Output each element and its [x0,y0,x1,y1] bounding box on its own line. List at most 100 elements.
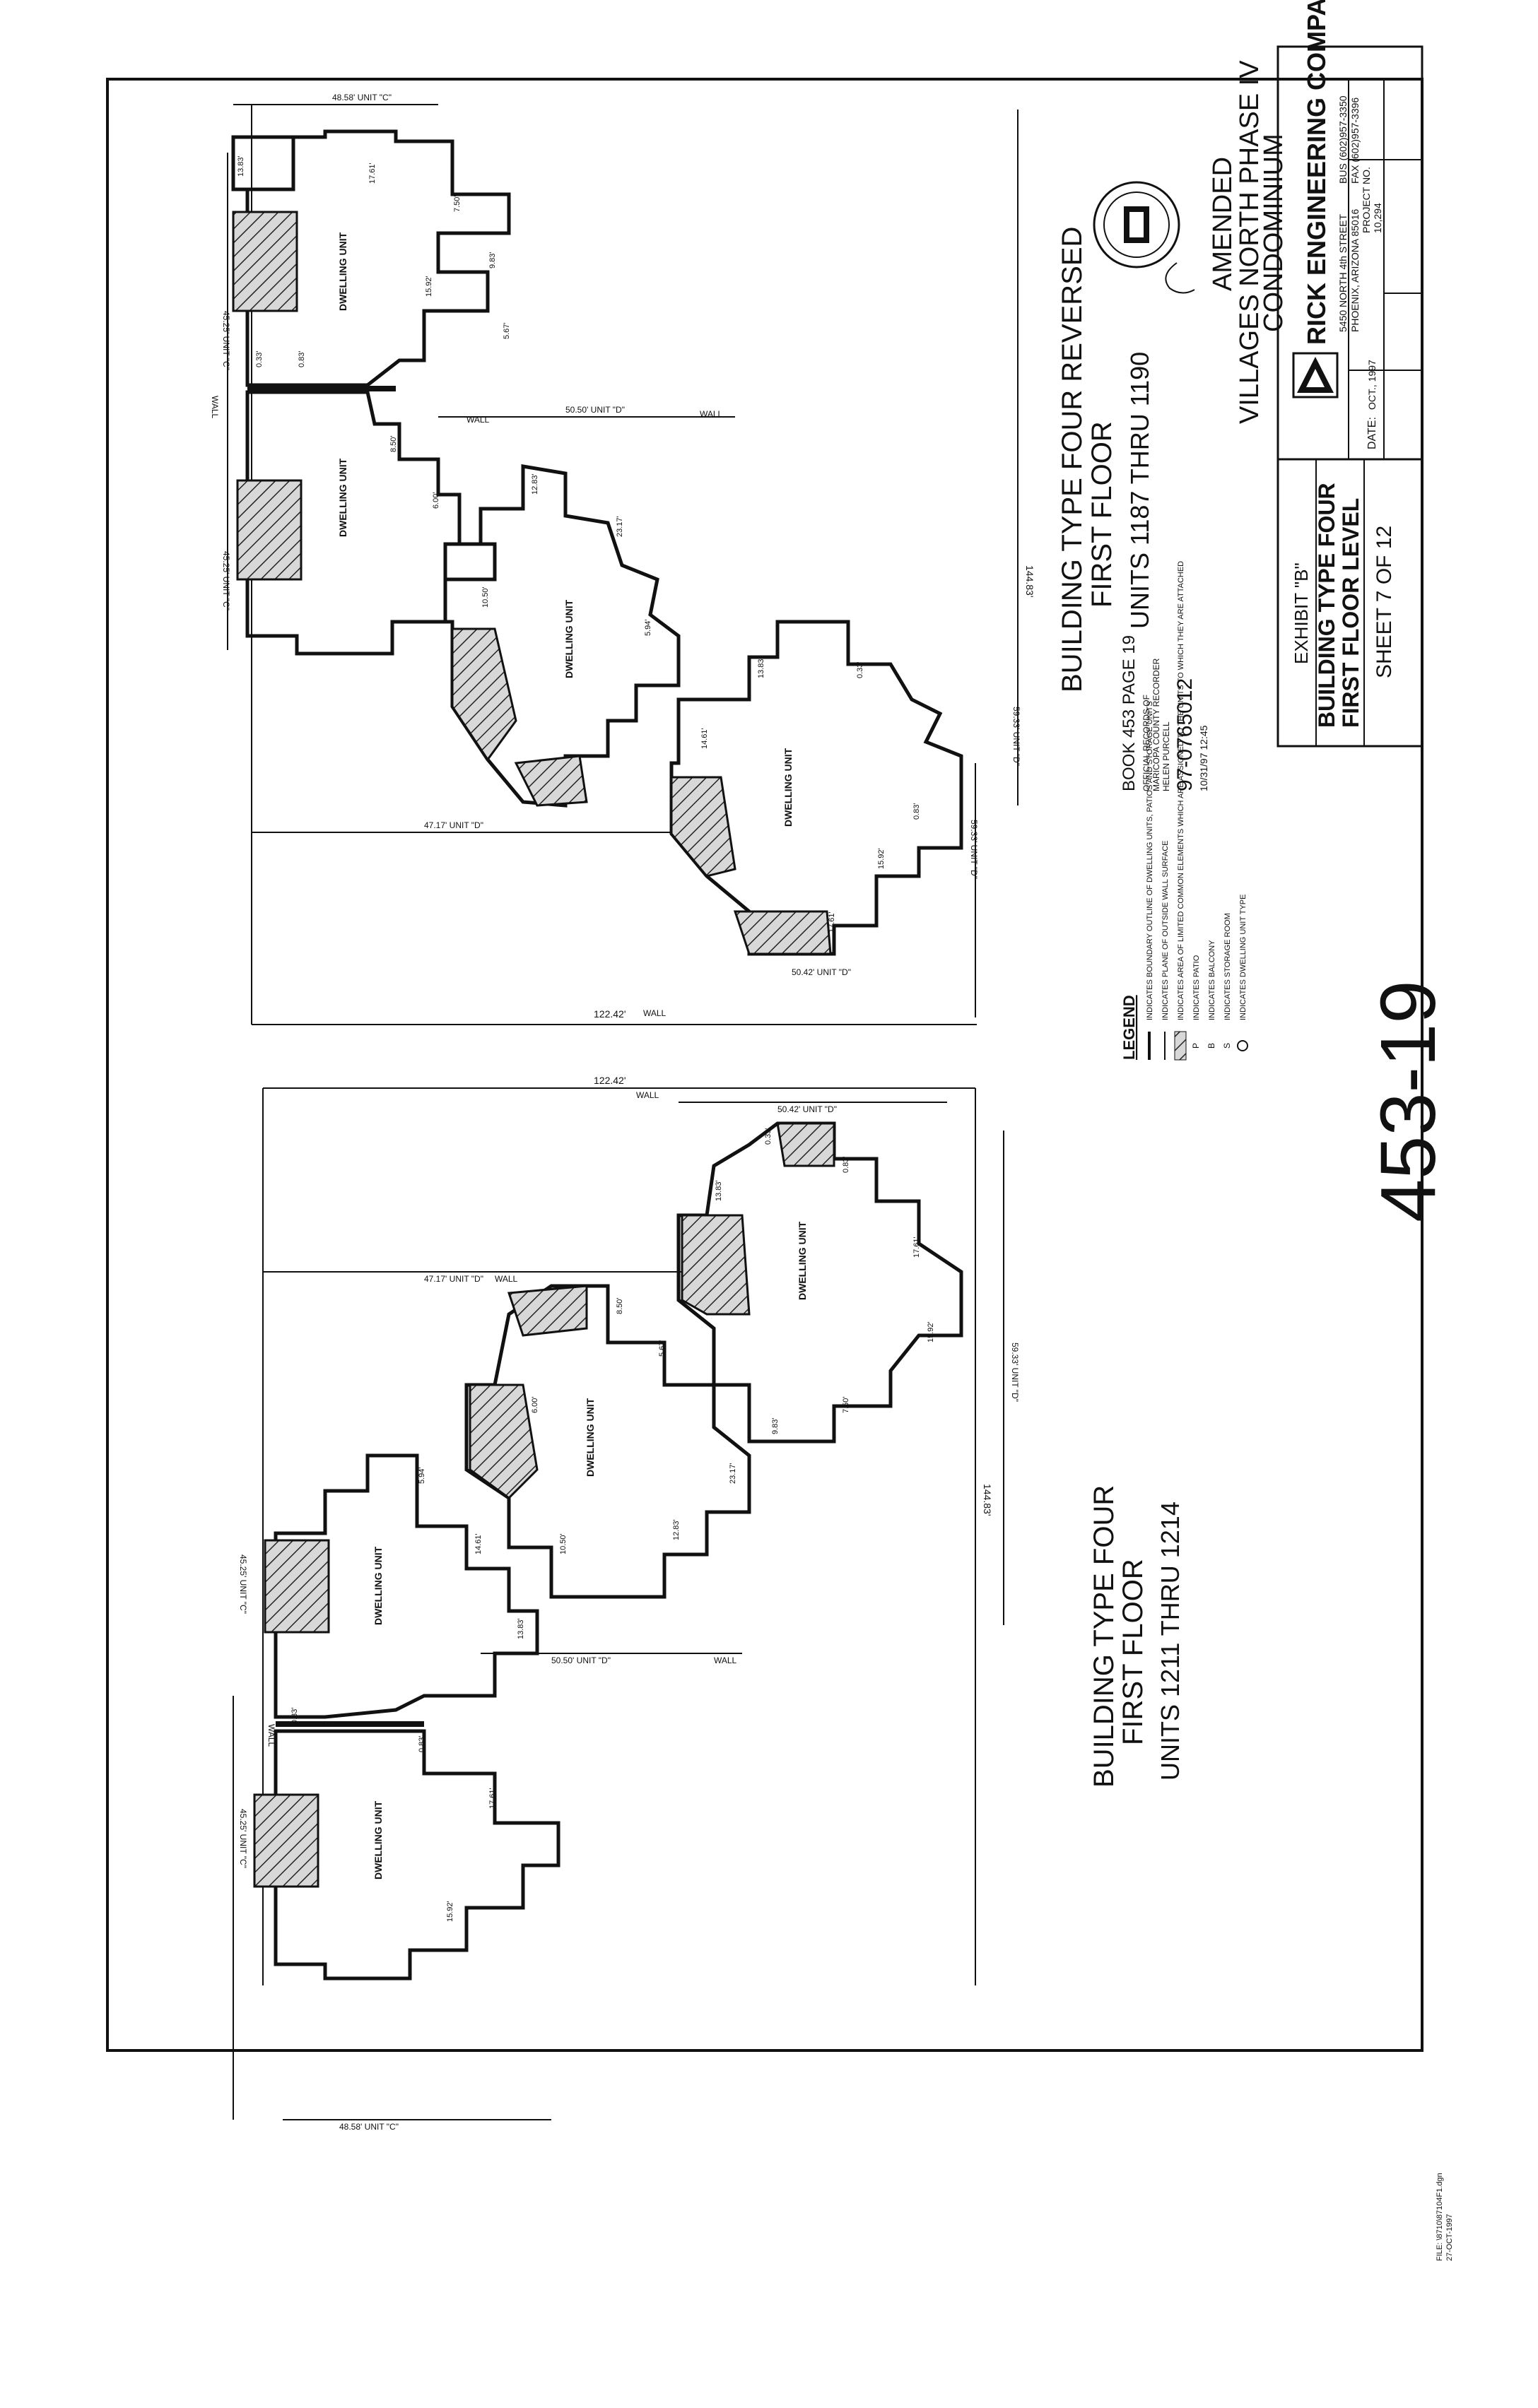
legend-item-text: INDICATES PLANE OF OUTSIDE WALL SURFACE [1161,841,1170,1020]
dimension-callout: 17.61' [488,1788,497,1809]
dwelling-unit-label: DWELLING UNIT [797,1221,808,1300]
dimension-callout: 12.83' [531,473,539,495]
dimension-callout: 9.83' [488,252,497,268]
company-address-2: PHOENIX, ARIZONA 85016 [1349,208,1361,332]
dim-overall-2: 122.42' [594,1075,626,1086]
bottom-plan-units: UNITS 1211 THRU 1214 [1156,1501,1185,1781]
bottom-unit-c-upper-outline [274,1453,539,1719]
top-plan-title-2: FIRST FLOOR [1086,421,1117,608]
dim-unit-d-1: 50.50' UNIT "D" [551,1656,611,1665]
wall-label: WALL [495,1274,518,1284]
company-address-1: 5450 NORTH 4th STREET [1337,214,1349,332]
dimension-callout: 13.83' [715,1180,723,1201]
dimension-callout: 5.94' [418,1467,426,1484]
project-no: 10,294 [1372,203,1383,233]
dimension-callout: 8.50' [389,435,398,452]
dimension-callout: 14.61' [474,1533,483,1554]
legend: LEGEND INDICATES BOUNDARY OUTLINE OF DWE… [1120,561,1248,1061]
top-unit-d-right-balcony [733,910,832,955]
top-unit-c-upper-patio [232,211,298,312]
dimension-callout: 7.50' [453,195,462,212]
dim-unit-d-4: 50.42' UNIT "D" [777,1104,837,1114]
dim-unit-d-2: 47.17' UNIT "D" [424,820,483,830]
top-unit-c-lower-outline [245,390,497,656]
dim-overall-2: 122.42' [594,1008,626,1020]
dim-unit-d-5: 59.33' UNIT "D" [969,820,979,879]
dim-unit-d-3: 59.33' UNIT "D" [1011,707,1021,766]
svg-text:S: S [1222,1043,1232,1049]
dimension-callout: 15.92' [927,1321,935,1342]
dwelling-unit-label: DWELLING UNIT [563,599,575,678]
date-label: DATE: [1366,417,1378,449]
sheet-border [106,78,1423,2052]
legend-item: INDICATES DWELLING UNIT TYPE [1237,895,1248,1051]
dimension-callout: 15.92' [425,276,433,297]
dimension-callout: 0.83' [842,1156,850,1173]
company-logo-icon [1292,352,1339,399]
dimension-callout: 6.00' [432,492,440,509]
dimension-callout: 13.83' [237,155,245,177]
bottom-unit-d-right-outline [676,1121,963,1444]
legend-item-text: INDICATES AREA OF LIMITED COMMON ELEMENT… [1177,561,1185,1020]
dimension-callout: 8.50' [616,1297,624,1314]
dimension-callout: 0.83' [298,350,306,367]
dimension-callout: 7.50' [842,1396,850,1413]
recording-book-page: BOOK 453 PAGE 19 [1120,635,1139,791]
dimension-callout: 5.67' [658,1340,667,1357]
dimension-callout: 15.92' [877,848,886,869]
dimension-callout: 6.00' [531,1396,539,1413]
title-block: RICK ENGINEERING COMPANY 5450 NORTH 4th … [1208,0,1423,748]
dwelling-unit-label: DWELLING UNIT [585,1398,596,1477]
dwelling-unit-label: DWELLING UNIT [337,232,348,311]
wall-label: WALL [266,1724,276,1747]
legend-item-text: INDICATES PATIO [1192,955,1201,1020]
dwelling-unit-label: DWELLING UNIT [372,1800,384,1879]
top-unit-d-right-patio [670,776,736,878]
recording-instrument: 97-0765012 [1173,678,1197,791]
legend-item: INDICATES BOUNDARY OUTLINE OF DWELLING U… [1146,701,1154,1060]
bottom-unit-c-lower-outline [274,1729,560,1981]
dim-overall: 144.83' [1024,565,1035,598]
dimension-callout: 17.61' [368,163,377,184]
dim-unit-c-3: 48.58' UNIT "C" [332,93,392,102]
dimension-callout: 12.83' [672,1519,681,1540]
legend-title: LEGEND [1120,995,1138,1060]
bottom-plan-title-2: FIRST FLOOR [1117,1559,1149,1745]
legend-item-text: INDICATES BALCONY [1208,940,1216,1020]
recorder-seal-icon [1093,181,1195,294]
dimension-callout: 9.83' [771,1417,780,1434]
project-name-line-2: CONDOMINIUM [1259,134,1288,332]
dimension-callout: 15.92' [446,1901,454,1922]
top-unit-c-upper-outline [231,129,511,387]
dimension-callout: 0.83' [418,1735,426,1752]
dimension-callout: 0.83' [912,803,921,820]
dimension-callout: 23.17' [616,516,624,537]
company-name: RICK ENGINEERING COMPANY [1302,0,1331,345]
dimension-callout: 0.33' [255,350,264,367]
dimension-callout: 13.83' [517,1618,525,1639]
top-plan-title-1: BUILDING TYPE FOUR REVERSED [1057,227,1088,692]
wall-label: WALL [466,415,490,425]
top-unit-d-middle-balcony [514,755,588,807]
dimension-callout: 0.33' [764,1128,773,1145]
dimension-callout: 23.17' [729,1463,737,1484]
wall-label: WALL [636,1090,659,1100]
legend-item-text: INDICATES DWELLING UNIT TYPE [1239,895,1248,1020]
bottom-unit-d-right-balcony [776,1122,835,1167]
sheet-title-line-2: FIRST FLOOR LEVEL [1338,498,1363,728]
project-no-label: PROJECT NO. [1361,167,1372,233]
dwelling-unit-label: DWELLING UNIT [337,458,348,537]
bottom-unit-c-lower-patio [253,1793,319,1888]
dimension-callout: 13.83' [757,657,765,678]
svg-text:P: P [1191,1043,1201,1049]
dwelling-unit-label: DWELLING UNIT [782,748,794,827]
top-unit-d-middle-outline [443,464,681,808]
handwritten-page-ref: 453-19 [1365,980,1452,1222]
dimension-callout: 14.61' [700,728,709,749]
exhibit-label: EXHIBIT "B" [1291,562,1312,664]
bottom-unit-c-upper-patio [264,1539,330,1634]
dim-unit-d-4: 50.42' UNIT "D" [792,967,851,977]
bottom-unit-d-middle-balcony [507,1285,588,1337]
